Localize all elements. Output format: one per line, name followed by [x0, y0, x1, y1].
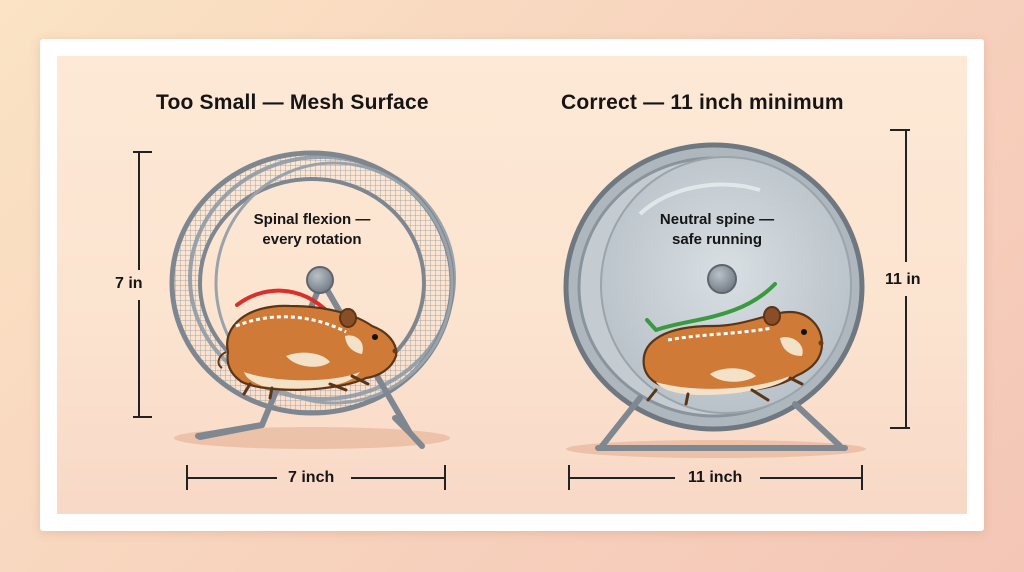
- left-width-label: 7 inch: [288, 469, 335, 486]
- width-dimension-left: [186, 465, 446, 490]
- right-panel-title: Correct — 11 inch minimum: [561, 91, 844, 114]
- height-dimension-right: [890, 129, 910, 429]
- hamster-left: [217, 304, 398, 400]
- neutral-spine-indicator: [645, 282, 777, 332]
- right-annotation-line2: safe running: [671, 231, 762, 248]
- left-height-label: 7 in: [115, 275, 143, 292]
- large-solid-wheel: [563, 142, 866, 458]
- wheel-hub-right: [707, 264, 737, 294]
- right-height-label: 11 in: [885, 271, 921, 288]
- hamster-right: [642, 306, 824, 406]
- curved-spine-indicator: [235, 288, 332, 316]
- right-width-label: 11 inch: [688, 469, 743, 486]
- right-annotation: Neutral spine — safe running: [637, 210, 797, 250]
- left-annotation-line2: every rotation: [262, 231, 362, 248]
- wheel-hub-left: [306, 266, 334, 294]
- width-dimension-right: [568, 465, 863, 490]
- left-annotation-line1: Spinal flexion —: [253, 211, 371, 228]
- height-dimension-left: [133, 151, 152, 418]
- left-annotation: Spinal flexion — every rotation: [232, 210, 392, 250]
- right-annotation-line1: Neutral spine —: [659, 211, 775, 228]
- floor-shadow-left: [174, 427, 450, 449]
- wheel-stand-right: [595, 395, 848, 451]
- left-panel-title: Too Small — Mesh Surface: [156, 91, 429, 114]
